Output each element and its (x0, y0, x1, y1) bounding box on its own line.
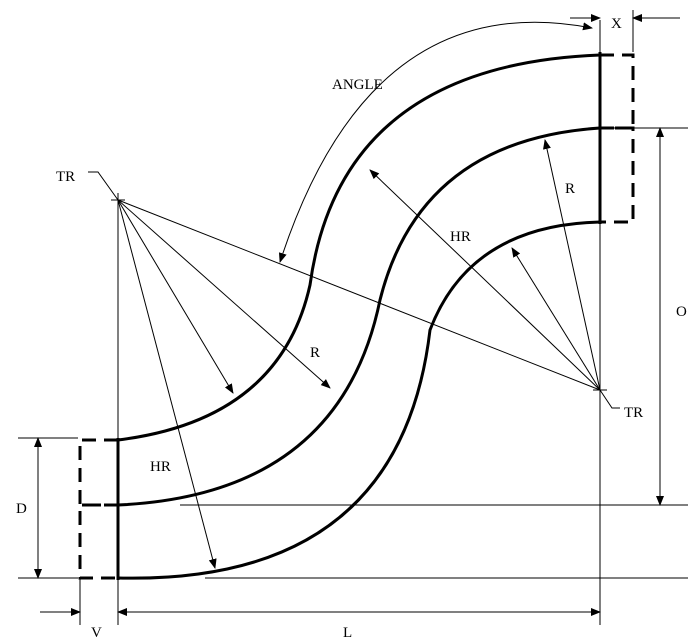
left-connector-top (78, 438, 118, 507)
label-l: L (343, 625, 352, 641)
radius-arrow-left-mid (117, 199, 331, 389)
label-hr-upper: HR (450, 229, 471, 245)
label-r-upper: R (565, 181, 575, 197)
left-connector-bottom (78, 503, 118, 580)
tr-right-leader (599, 389, 620, 409)
label-angle: ANGLE (332, 77, 383, 93)
label-x: X (611, 16, 622, 32)
radius-arrow-left-outer (117, 199, 217, 569)
radius-arrow-right-inner (511, 247, 601, 391)
tr-connecting-line (117, 199, 601, 391)
label-tr-left: TR (56, 169, 75, 185)
label-r-middle: R (310, 345, 320, 361)
label-v: V (91, 625, 102, 641)
radius-arrow-left-inner (117, 199, 234, 394)
label-d: D (16, 501, 27, 517)
label-o: O (676, 304, 687, 320)
right-connector-top (600, 53, 635, 130)
radius-arrow-right-mid (543, 139, 601, 391)
label-tr-right: TR (624, 405, 643, 421)
right-connector-bottom (600, 126, 635, 224)
centerline-pipe-edge (117, 126, 601, 507)
outer-pipe-edge (117, 53, 601, 442)
inner-pipe-edge (117, 220, 601, 580)
label-hr-lower: HR (150, 459, 171, 475)
angle-arc (278, 21, 593, 263)
radius-arrow-right-outer (369, 169, 601, 391)
tr-left-leader (88, 171, 119, 201)
